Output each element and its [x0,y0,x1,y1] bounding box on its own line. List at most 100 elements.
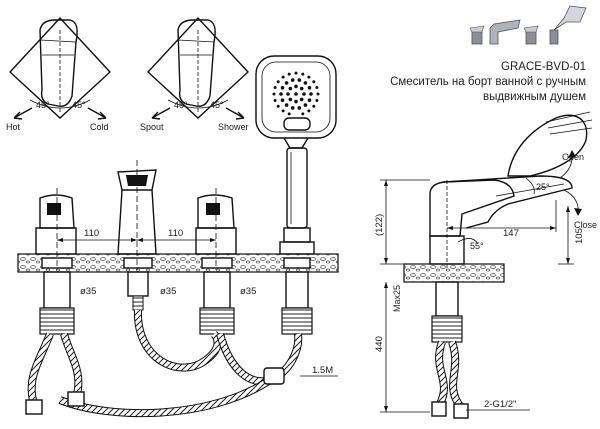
spacing-left-label: 110 [84,228,99,239]
nozzle-dot [273,99,277,102]
nozzle-dot [288,97,293,102]
arrow-hot-icon [13,107,33,120]
shower-deck-washer [283,257,311,269]
nozzle-dot [309,92,313,96]
nozzle-dot [281,75,285,79]
angle-label-shower: 45° [210,100,224,110]
nozzle-dot [288,86,293,91]
spout-connector [132,295,144,311]
hose-nut-cold [67,391,85,407]
open-label: Open [562,152,584,162]
side-lever [443,175,573,229]
hole-diameter-left: ø35 [80,286,96,297]
nozzle-dot [303,103,308,107]
braided-hoses [25,309,303,418]
spout-height-arrows-icon [566,206,570,264]
model-name: GRACE-BVD-01 [501,61,586,73]
angle-label-cold: 45° [72,100,86,110]
handle-diagram-spout-shower: 45° 45° Spout Shower [140,16,249,132]
deck-section [17,253,339,273]
nozzle-dot [290,106,295,110]
total-height-label: 440 [374,336,385,352]
base-angle-label: 55° [470,241,484,251]
nozzle-dot [307,75,311,79]
nozzle-dot [272,92,276,96]
nozzle-dot [299,97,304,102]
spout-shank [127,271,149,297]
nozzle-dot [279,92,283,96]
nozzle-dot [312,80,316,84]
arrow-shower-icon [225,107,245,120]
left-lever [39,194,75,229]
height-above-deck-label: (122) [374,214,385,236]
lever-angle-arc [525,177,535,195]
side-hose-a [436,340,447,406]
spout-height-label: 105 [574,228,585,244]
rotation-arc [29,99,91,109]
left-lever-logo-icon [47,203,61,215]
side-shank [435,281,459,317]
front-view: 110 110 ø35 ø35 ø35 1.5M [17,160,339,418]
base-angle-arc [457,238,479,245]
shower-nozzles [272,71,320,116]
handle-detail-lines [177,39,215,56]
nozzle-dot [284,81,289,85]
shower-neck [283,137,309,149]
nozzle-dot [284,103,289,107]
hose-length-label: 1.5M [312,365,333,376]
spacing-right-label: 110 [168,228,183,239]
shower-holder [283,227,311,243]
angle-label-hot: 45° [36,100,50,110]
nozzle-dot [280,86,285,90]
shower-shank [285,271,309,309]
label-shower: Shower [218,122,249,132]
shower-face-outer [255,55,337,139]
thumb-left-lever [469,25,485,33]
nozzle-dot [303,81,308,85]
side-shower-head [507,114,588,177]
handle-diagram-hot-cold: 45° 45° Hot Cold [6,16,111,132]
hose-shower-link [217,333,302,385]
side-hose-nut-b [453,403,469,419]
thumb-spout [489,19,521,45]
side-lever-edge [495,183,565,197]
shower-mount-nut [281,307,313,335]
label-cold: Cold [90,122,109,132]
spout-height-dim-line [558,206,574,265]
nozzle-dot [286,92,290,96]
open-arrow-icon [568,150,576,158]
left-mount-nut [39,307,75,335]
side-mount-nut [431,315,463,343]
right-deck-washer [201,257,233,269]
description-line-2: выдвижным душем [482,91,586,103]
label-spout: Spout [140,122,164,132]
side-valve-body [429,179,515,237]
spout-deck-washer [123,257,153,269]
nozzle-dot [316,92,320,96]
nozzle-dot [312,104,316,108]
rotation-arc [167,99,229,109]
nozzle-dot [301,112,305,116]
nozzle-dot [276,104,280,108]
thumb-right-lever [523,25,539,33]
nozzle-dot [315,99,319,102]
lever-angle-label: 25° [536,182,550,192]
angle-label-spout: 45° [174,100,188,110]
nozzle-dot [301,72,305,76]
nozzle-dot [280,98,285,102]
right-lever-logo-icon [206,203,220,215]
nozzle-dot [307,98,312,102]
hole-diameter-center: ø35 [160,286,176,297]
left-valve-body [35,227,77,255]
right-valve-body [195,227,237,255]
nozzle-dot [294,71,298,75]
label-hot: Hot [6,122,21,132]
hose-weight [263,367,285,385]
close-label: Close [574,220,597,230]
close-arrow-icon [574,208,582,216]
deck-thickness-label: Max25 [392,285,402,312]
hose-shower [58,377,272,417]
title-block: GRACE-BVD-01 Смеситель на борт ванной с … [326,60,586,105]
nozzle-dot [287,72,291,76]
